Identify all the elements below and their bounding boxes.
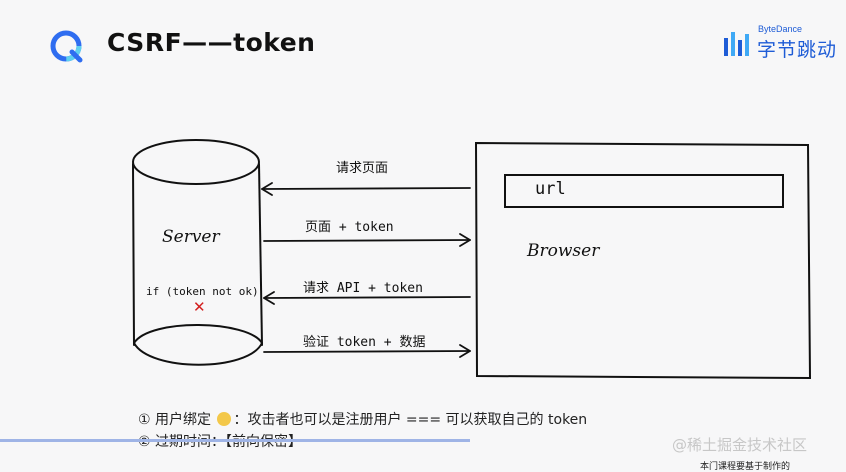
bottom-caption: 本门课程要基于制作的 <box>700 462 791 472</box>
arrow-request-page <box>261 187 471 190</box>
note-text: ：攻击者也可以是注册用户 === 可以获取自己的 token <box>233 412 588 428</box>
arrow-label-verify-token-data: 验证 token + 数据 <box>303 335 426 350</box>
brand-name: 字节跳动 <box>757 39 838 61</box>
arrow-verify-token-data <box>263 350 471 353</box>
thinking-emoji-icon <box>217 412 232 426</box>
site-watermark: @稀土掘金技术社区 <box>672 436 808 454</box>
server-condition: if (token not ok) <box>146 285 259 298</box>
logo-icon <box>50 30 83 63</box>
note-item: ② 过期时间：【前向保密】 <box>138 431 587 453</box>
arrow-page-token <box>263 239 471 242</box>
browser-label: Browser <box>527 241 600 261</box>
note-number: ① <box>138 412 151 428</box>
bytedance-logo-icon <box>724 32 749 56</box>
note-item: ① 用户绑定 ：攻击者也可以是注册用户 === 可以获取自己的 token <box>138 409 587 431</box>
arrows <box>261 182 471 358</box>
reject-x-icon: ✕ <box>193 298 206 316</box>
url-bar-label: url <box>535 179 566 199</box>
page-title: CSRF——token <box>107 28 316 57</box>
arrow-label-request-page: 请求页面 <box>336 161 389 176</box>
server-label: Server <box>162 227 220 247</box>
arrow-request-api-token <box>263 296 471 299</box>
browser-box <box>474 141 812 380</box>
server-cylinder <box>132 139 263 366</box>
notes: ① 用户绑定 ：攻击者也可以是注册用户 === 可以获取自己的 token ② … <box>138 409 587 453</box>
note-text: 用户绑定 <box>155 412 212 428</box>
arrow-label-request-api-token: 请求 API + token <box>303 281 423 296</box>
video-progress-bar[interactable] <box>0 439 470 442</box>
arrow-label-page-token: 页面 + token <box>305 220 394 235</box>
note-text: 过期时间：【前向保密】 <box>155 434 303 450</box>
brand-small-label: ByteDance <box>758 24 803 34</box>
note-number: ② <box>138 434 151 450</box>
